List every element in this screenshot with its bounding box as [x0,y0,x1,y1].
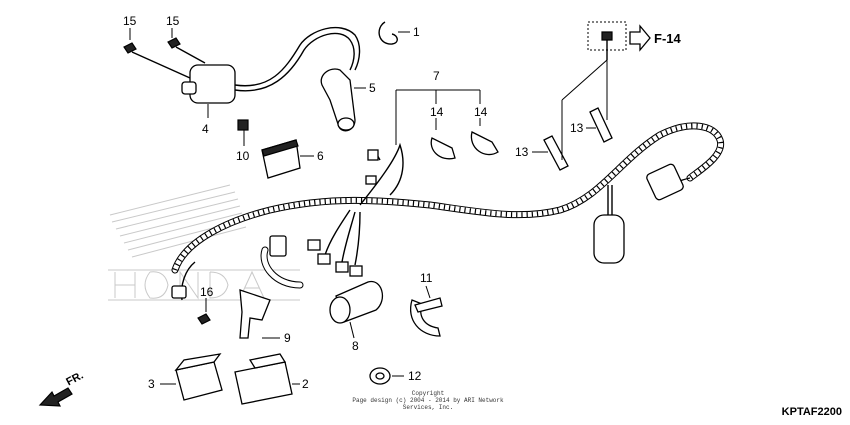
clamps-14 [430,131,499,160]
copyright-line2: Page design (c) 2004 - 2014 by ARI Netwo… [352,397,504,411]
callout-12: 12 [408,369,422,383]
callout-14a: 14 [430,105,444,119]
leader-lines [129,28,608,385]
callout-2: 2 [302,377,309,391]
bands-13 [543,107,613,171]
arrow-right-outline-icon [629,24,651,52]
bolts-15 [123,37,206,79]
frame-reference-label: F-14 [654,31,681,46]
callout-13b: 13 [570,121,584,135]
callout-13a: 13 [515,145,529,159]
ignition-coil [181,26,361,104]
arrow-down-left-icon [38,387,73,407]
callout-6: 6 [317,149,324,163]
callout-15b: 15 [166,14,180,28]
clamp-12 [369,367,391,385]
module-3 [174,353,223,401]
relay-6 [237,119,301,179]
callout-8: 8 [352,339,359,353]
callout-1: 1 [413,25,420,39]
stay-9 [197,289,271,339]
band-11 [410,297,443,337]
diagram-reference-code: KPTAF2200 [781,406,842,418]
harness-connectors [171,149,684,299]
callout-5: 5 [369,81,376,95]
callout-labels: 1 2 3 4 5 6 7 8 9 10 11 12 13 13 14 14 1… [123,14,584,391]
callout-10: 10 [236,149,250,163]
copyright-line1: Copyright [411,390,445,397]
callout-9: 9 [284,331,291,345]
copyright-notice: Copyright Page design (c) 2004 - 2014 by… [338,390,518,411]
clip-1 [378,21,398,45]
callout-15a: 15 [123,14,137,28]
condenser-8 [329,280,384,324]
callout-3: 3 [148,377,155,391]
callout-11: 11 [420,271,433,285]
spark-plug-cap [320,68,356,132]
callout-7: 7 [433,69,440,83]
callout-16: 16 [200,285,214,299]
callout-4: 4 [202,122,209,136]
holder-2 [234,353,293,405]
callout-14b: 14 [474,105,488,119]
f14-bolt [587,21,627,60]
